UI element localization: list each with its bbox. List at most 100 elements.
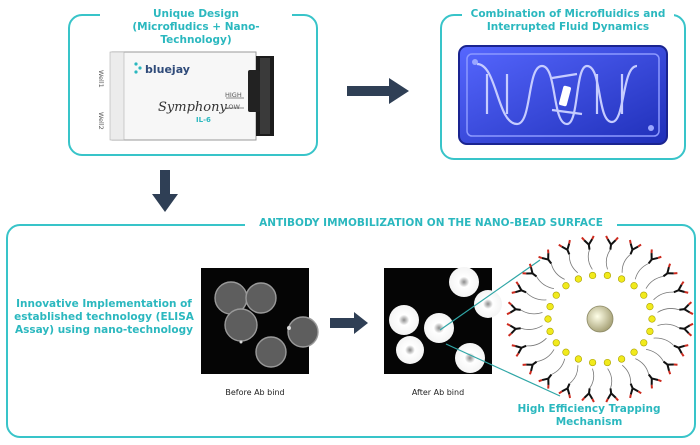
capture-dot xyxy=(630,348,638,356)
antibody-icon xyxy=(581,388,595,403)
linker-chain xyxy=(568,254,579,274)
capture-dot xyxy=(603,358,612,367)
antibody-icon xyxy=(647,249,662,265)
microfluidic-chip xyxy=(458,45,668,145)
linker-chain xyxy=(621,253,631,273)
linker-chain xyxy=(550,263,565,280)
linker-chain xyxy=(551,358,566,375)
linker-chain xyxy=(634,263,649,280)
low-label: LOW xyxy=(225,103,240,111)
cartridge-device xyxy=(109,51,274,141)
capture-dot xyxy=(646,327,654,335)
arrow-down-icon xyxy=(152,170,178,212)
design-title-line1: Unique Design xyxy=(152,8,240,20)
linker-chain xyxy=(645,275,664,289)
antibody-icon xyxy=(679,301,694,315)
linker-chain xyxy=(520,309,543,315)
capture-dot xyxy=(588,358,597,367)
linker-chain xyxy=(653,291,674,301)
linker-chain xyxy=(536,276,555,289)
capture-dot xyxy=(588,271,597,280)
antibody-icon xyxy=(522,263,538,278)
elisa-line2: established technology (ELISA xyxy=(14,311,194,323)
capture-dot xyxy=(562,282,570,290)
microfluidics-title-line2: Interrupted Fluid Dynamics xyxy=(486,21,650,33)
linker-chain xyxy=(605,249,611,270)
capture-dot xyxy=(603,271,612,280)
antibody-icon xyxy=(538,373,553,389)
trapping-mechanism-label: High Efficiency Trapping Mechanism xyxy=(514,403,664,429)
arrow-right-icon xyxy=(347,78,409,104)
after-caption: After Ab bind xyxy=(411,388,465,397)
linker-chain xyxy=(589,368,595,389)
linker-chain xyxy=(621,364,632,384)
antibody-icon xyxy=(558,383,572,399)
linker-chain xyxy=(520,325,543,330)
capture-dot xyxy=(630,282,638,290)
linker-chain xyxy=(653,337,675,347)
linker-chain xyxy=(607,368,613,389)
capture-dot xyxy=(618,355,626,363)
brand-logo: bluejay xyxy=(145,63,190,76)
antibody-icon xyxy=(581,235,595,250)
capture-dot xyxy=(546,303,554,311)
antibody-icon xyxy=(679,322,694,337)
arrow-right-small-icon xyxy=(330,312,368,334)
capture-dot xyxy=(552,339,560,347)
microfluidics-panel-title: Combination of Microfluidics and Interru… xyxy=(462,8,674,34)
capture-dot xyxy=(646,303,654,311)
antibody-icon xyxy=(628,239,642,255)
capture-dot xyxy=(544,315,552,323)
elisa-description: Innovative Implementation of established… xyxy=(14,298,194,337)
product-sub: IL-6 xyxy=(196,116,211,124)
capture-dot xyxy=(648,315,656,323)
before-caption: Before Ab bind xyxy=(225,388,285,397)
antibody-icon xyxy=(522,360,538,375)
antibody-icon xyxy=(605,388,619,403)
antibody-icon xyxy=(662,360,678,375)
antibody-bead-diagram xyxy=(506,235,694,403)
linker-chain xyxy=(526,337,547,347)
capture-dot xyxy=(640,339,648,347)
linker-chain xyxy=(657,308,680,313)
linker-chain xyxy=(657,323,680,329)
linker-chain xyxy=(587,249,593,270)
antibody-icon xyxy=(511,281,527,294)
capture-dot xyxy=(618,275,626,283)
linker-chain xyxy=(536,349,555,363)
capture-dot xyxy=(546,327,554,335)
before-ab-bind-image xyxy=(201,268,319,374)
antibody-icon xyxy=(629,383,642,399)
immobilization-panel-title: ANTIBODY IMMOBILIZATION ON THE NANO-BEAD… xyxy=(245,217,617,230)
capture-dot xyxy=(562,348,570,356)
antibody-icon xyxy=(662,263,678,278)
design-panel-title: Unique Design (Microfludics + Nano-Techn… xyxy=(100,8,292,47)
capture-dot xyxy=(640,291,648,299)
antibody-icon xyxy=(605,235,619,250)
antibody-icon xyxy=(506,301,521,316)
trapping-line1: High Efficiency Trapping xyxy=(517,403,661,415)
antibody-icon xyxy=(673,281,689,294)
trapping-line2: Mechanism xyxy=(555,416,623,428)
linker-chain xyxy=(569,365,579,385)
high-label: HIGH xyxy=(225,91,242,99)
antibody-icon xyxy=(647,373,662,389)
linker-chain xyxy=(645,349,664,362)
design-title-line2: (Microfludics + Nano-Technology) xyxy=(132,21,260,46)
product-name: Symphony xyxy=(158,100,227,115)
elisa-line3: Assay) using nano-technology xyxy=(15,324,193,336)
antibody-icon xyxy=(511,344,527,357)
linker-chain xyxy=(525,291,547,301)
capture-dot xyxy=(552,291,560,299)
elisa-line1: Innovative Implementation of xyxy=(16,298,192,310)
antibody-icon xyxy=(506,323,521,337)
antibody-icon xyxy=(558,239,571,255)
microfluidics-title-line1: Combination of Microfluidics and xyxy=(470,8,666,20)
nano-bead-core xyxy=(586,305,614,333)
linker-chain xyxy=(635,358,650,375)
capture-dot xyxy=(574,355,582,363)
antibody-icon xyxy=(673,344,689,357)
capture-dot xyxy=(574,275,582,283)
antibody-icon xyxy=(538,249,553,265)
